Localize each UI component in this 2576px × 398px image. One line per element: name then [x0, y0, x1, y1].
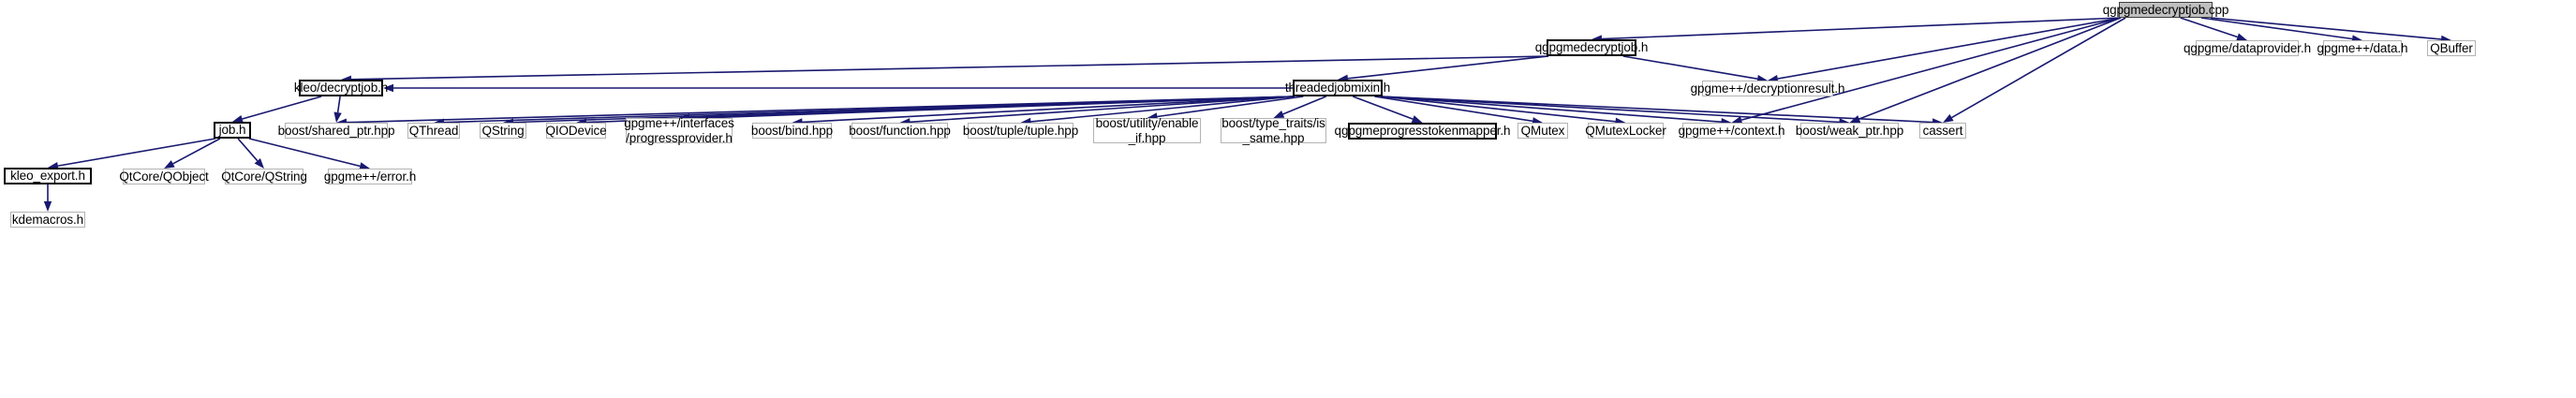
graph-node-qthread[interactable]: QThread [407, 123, 460, 139]
graph-node-qgpgmedecryptjob-h[interactable]: qgpgmedecryptjob.h [1534, 39, 1649, 56]
graph-node-boost-type-traits-is-same-hpp[interactable]: boost/type_traits/is _same.hpp [1221, 116, 1326, 145]
edge-n0-n23 [1858, 17, 2122, 120]
edge-n0-n1 [1601, 17, 2122, 40]
edge-n0-n22 [1740, 17, 2122, 121]
graph-node-gpgme-data-h[interactable]: gpgme++/data.h [2317, 40, 2408, 56]
graph-node-boost-function-hpp[interactable]: boost/function.hpp [849, 123, 951, 139]
edge-arrowhead-n6-n19 [1411, 115, 1423, 124]
edge-n0-n24 [1951, 17, 2126, 119]
edge-n6-n21 [1380, 96, 1616, 123]
edge-arrowhead-n8-n26 [164, 160, 175, 169]
edge-n6-n24 [1380, 96, 1933, 124]
graph-node-kleo-decryptjob-h[interactable]: kleo/decryptjob.h [293, 80, 389, 96]
edge-arrowhead-n8-n27 [254, 157, 264, 169]
graph-node-boost-bind-hpp[interactable]: boost/bind.hpp [750, 123, 834, 139]
graph-node-threadedjobmixin-h[interactable]: threadedjobmixin.h [1284, 80, 1391, 96]
graph-node-cassert[interactable]: cassert [1919, 123, 1966, 139]
edge-n0-n2 [2180, 17, 2238, 38]
graph-node-boost-shared-ptr-hpp[interactable]: boost/shared_ptr.hpp [277, 123, 395, 139]
edge-n6-n17 [1157, 96, 1304, 118]
graph-node-job-h[interactable]: job.h [214, 122, 251, 139]
edge-n0-n4 [2210, 17, 2442, 40]
graph-node-boost-tuple-tuple-hpp[interactable]: boost/tuple/tuple.hpp [962, 123, 1079, 139]
edge-n5-n8 [242, 96, 322, 120]
edge-n8-n27 [237, 138, 259, 162]
edge-n6-n23 [1380, 96, 1840, 124]
edge-n8-n28 [248, 138, 361, 168]
graph-node-qbuffer[interactable]: QBuffer [2427, 40, 2476, 56]
edge-n0-n3 [2200, 17, 2353, 40]
graph-node-kdemacros-h[interactable]: kdemacros.h [10, 212, 85, 228]
edge-n6-n22 [1380, 96, 1722, 123]
edge-n6-n18 [1282, 96, 1326, 115]
edge-n6-n20 [1374, 96, 1533, 123]
graph-node-gpgme-decryptionresult-h[interactable]: gpgme++/decryptionresult.h [1690, 81, 1845, 96]
graph-node-qmutex[interactable]: QMutex [1517, 123, 1568, 139]
edge-n5-n9 [336, 96, 341, 113]
graph-node-qgpgmeprogresstokenmapper-h[interactable]: qgpgmeprogresstokenmapper.h [1334, 123, 1511, 140]
edge-arrowhead-n0-n24 [1943, 113, 1954, 123]
edge-arrowhead-n5-n9 [333, 111, 342, 123]
graph-node-gpgme-context-h[interactable]: gpgme++/context.h [1678, 123, 1785, 139]
edge-n8-n26 [172, 138, 221, 165]
graph-node-kleo-export-h[interactable]: kleo_export.h [4, 168, 92, 184]
graph-node-gpgme-error-h[interactable]: gpgme++/error.h [323, 169, 417, 184]
graph-node-qiodevice[interactable]: QIODevice [545, 123, 607, 139]
edge-n8-n25 [57, 138, 216, 167]
graph-node-gpgme-interfaces-progressprovider-h[interactable]: gpgme++/interfaces /progressprovider.h [624, 116, 734, 145]
graph-node-qmutexlocker[interactable]: QMutexLocker [1585, 123, 1666, 139]
graph-node-boost-utility-enable-if-hpp[interactable]: boost/utility/enable _if.hpp [1093, 116, 1201, 145]
edge-n1-n7 [1622, 55, 1758, 80]
edge-n6-n19 [1353, 96, 1414, 120]
graph-node-boost-weak-ptr-hpp[interactable]: boost/weak_ptr.hpp [1795, 123, 1904, 139]
graph-node-qtcore-qstring[interactable]: QtCore/QString [221, 169, 307, 184]
graph-node-qtcore-qobject[interactable]: QtCore/QObject [119, 169, 209, 184]
graph-node-qgpgmedecryptjob-cpp[interactable]: qgpgmedecryptjob.cpp [2102, 2, 2229, 18]
edge-arrowhead-n25-n29 [43, 201, 52, 212]
edge-arrowhead-n0-n23 [1849, 115, 1861, 123]
edge-n1-n5 [350, 55, 1549, 81]
edge-n6-n13 [688, 96, 1295, 119]
graph-node-qgpgme-dataprovider-h[interactable]: qgpgme/dataprovider.h [2184, 40, 2311, 56]
graph-node-qstring[interactable]: QString [480, 123, 526, 139]
edge-n0-n7 [1777, 17, 2122, 80]
edge-n1-n6 [1347, 55, 1549, 80]
